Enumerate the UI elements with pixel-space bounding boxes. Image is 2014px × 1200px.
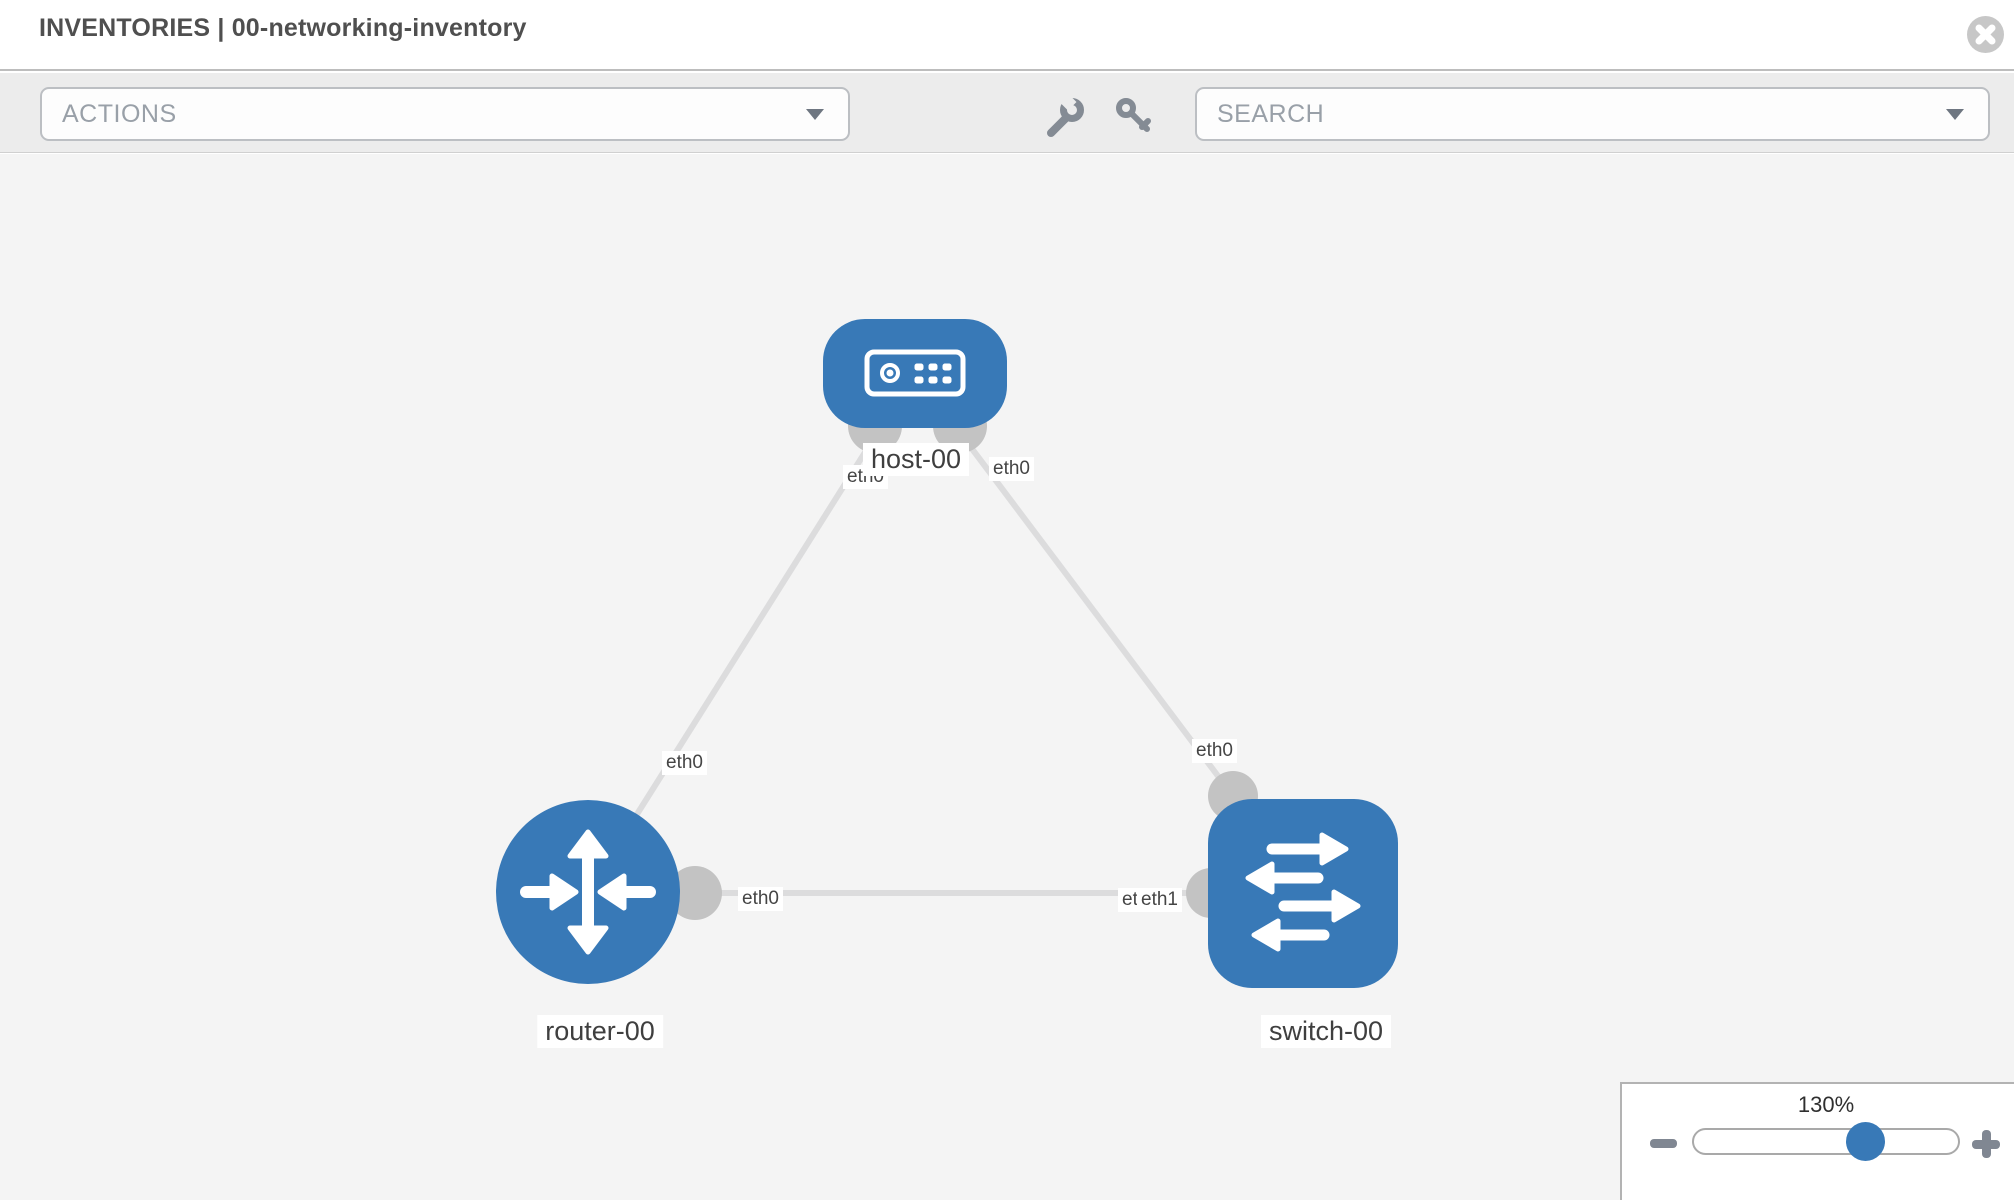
interface-label-switch-eth0: eth0 (1192, 739, 1237, 763)
interface-dot-router-eth0 (668, 866, 722, 920)
wrench-icon (1047, 93, 1084, 137)
link-host-router (585, 371, 918, 894)
close-icon (1975, 24, 1996, 45)
toolbar: ACTIONS SEARCH (0, 73, 2014, 153)
topology-canvas[interactable]: eth0 eth0 eth0 eth0 eth0 eth0 eth1 host-… (0, 154, 2014, 1200)
node-label-switch-00: switch-00 (1260, 1015, 1392, 1048)
zoom-in-icon[interactable] (1972, 1130, 2000, 1158)
node-router-00[interactable] (496, 800, 680, 984)
search-dropdown[interactable]: SEARCH (1195, 87, 1990, 141)
zoom-slider-track[interactable] (1692, 1128, 1960, 1155)
node-host-00[interactable] (823, 319, 1007, 428)
zoom-control-panel: 130% (1620, 1082, 2014, 1200)
host-icon (864, 349, 966, 397)
interface-label-host-eth0: eth0 (989, 457, 1034, 481)
close-button[interactable] (1967, 16, 2004, 53)
key-icon (1116, 98, 1151, 132)
node-switch-00[interactable] (1208, 799, 1398, 988)
configure-button[interactable] (1042, 93, 1088, 141)
node-label-router-00: router-00 (537, 1015, 663, 1048)
search-placeholder: SEARCH (1217, 99, 1325, 128)
actions-dropdown[interactable]: ACTIONS (40, 87, 850, 141)
zoom-level-label: 130% (1797, 1092, 1855, 1117)
key-button[interactable] (1112, 95, 1158, 141)
interface-label-switch-eth1: eth1 (1137, 888, 1182, 912)
page-title: INVENTORIES | 00-networking-inventory (39, 14, 527, 42)
switch-icon (1245, 832, 1361, 952)
interface-label-router-eth0: eth0 (738, 887, 783, 911)
router-icon (520, 829, 656, 955)
actions-dropdown-placeholder: ACTIONS (62, 99, 177, 128)
chevron-down-icon (806, 109, 824, 120)
zoom-out-icon[interactable] (1650, 1139, 1677, 1148)
page-header: INVENTORIES | 00-networking-inventory (0, 0, 2014, 71)
node-label-host-00: host-00 (862, 443, 970, 476)
zoom-slider-handle[interactable] (1846, 1122, 1885, 1161)
chevron-down-icon (1946, 109, 1964, 120)
interface-label-router-eth0: eth0 (662, 751, 707, 775)
